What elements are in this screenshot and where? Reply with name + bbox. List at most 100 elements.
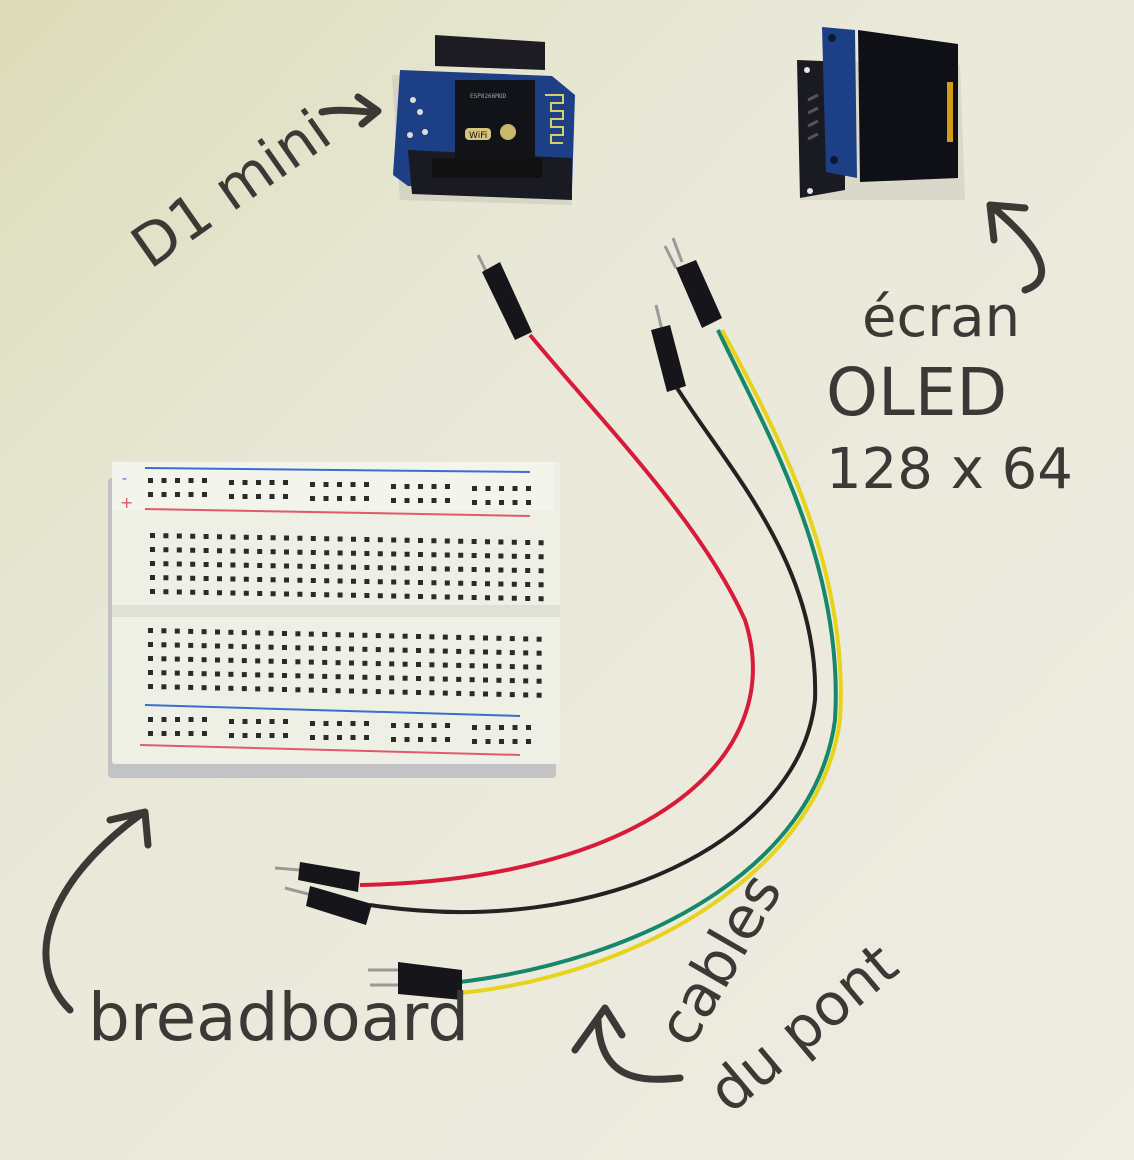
breadboard-hole: [310, 721, 315, 726]
breadboard-hole: [310, 592, 316, 597]
breadboard-hole: [176, 589, 182, 595]
breadboard-hole: [485, 739, 491, 744]
breadboard-hole: [241, 686, 247, 692]
breadboard-hole: [203, 576, 209, 581]
breadboard-hole: [215, 657, 220, 663]
breadboard-hole: [148, 717, 153, 722]
breadboard-hole: [350, 721, 356, 726]
breadboard-hole: [203, 590, 209, 595]
arrow-to-breadboard-icon: [42, 808, 152, 1014]
breadboard-hole: [282, 687, 287, 692]
breadboard-hole: [323, 482, 329, 487]
wire-green: [459, 329, 838, 984]
breadboard-hole: [148, 670, 153, 675]
breadboard-hole: [364, 482, 369, 487]
breadboard-hole: [217, 590, 222, 596]
breadboard-hole: [188, 642, 194, 648]
breadboard-hole: [442, 662, 448, 668]
breadboard-hole: [377, 565, 383, 571]
breadboard-hole: [496, 635, 502, 641]
breadboard-hole: [350, 496, 356, 501]
breadboard-hole: [269, 494, 275, 499]
breadboard-hole: [161, 670, 167, 676]
breadboard-hole: [511, 567, 517, 573]
breadboard-hole: [418, 737, 423, 742]
breadboard-hole: [404, 593, 410, 599]
breadboard-hole: [297, 563, 303, 569]
breadboard-hole: [174, 642, 180, 648]
breadboard-hole: [389, 633, 395, 639]
breadboard-hole: [297, 535, 303, 541]
breadboard-hole: [176, 547, 182, 553]
breadboard-hole: [391, 551, 397, 557]
breadboard-hole: [483, 649, 488, 655]
breadboard-hole: [496, 649, 502, 655]
breadboard-hole: [418, 723, 423, 728]
breadboard-hole: [297, 591, 303, 597]
breadboard-hole: [391, 737, 396, 742]
breadboard-hole: [404, 498, 410, 503]
breadboard-hole: [229, 494, 234, 499]
breadboard-hole: [364, 721, 369, 726]
breadboard-hole: [418, 594, 423, 599]
breadboard-hole: [176, 561, 182, 567]
breadboard-hole: [175, 492, 180, 497]
breadboard-hole: [337, 564, 343, 570]
breadboard-hole: [257, 535, 263, 540]
breadboard-hole: [525, 596, 531, 601]
breadboard-hole: [308, 687, 314, 693]
breadboard-hole: [389, 661, 395, 667]
breadboard-hole: [456, 648, 462, 654]
breadboard-hole: [429, 634, 435, 640]
breadboard-hole: [148, 731, 153, 736]
breadboard-hole: [256, 733, 261, 738]
breadboard-hole: [297, 577, 303, 583]
breadboard-hole: [511, 539, 517, 545]
breadboard-hole: [283, 480, 288, 485]
breadboard-hole: [418, 484, 423, 489]
breadboard-hole: [377, 551, 383, 557]
breadboard-hole: [485, 567, 490, 573]
breadboard-hole: [512, 739, 518, 744]
breadboard-hole: [161, 642, 167, 648]
breadboard-hole: [255, 658, 261, 664]
breadboard-hole: [242, 733, 248, 738]
breadboard-hole: [444, 552, 450, 558]
arrow-to-oled-icon: [986, 201, 1045, 294]
breadboard-hole: [471, 553, 477, 558]
breadboard-hole: [471, 567, 477, 572]
breadboard-hole: [536, 664, 542, 670]
breadboard-hole: [364, 496, 369, 501]
breadboard-hole: [375, 633, 381, 639]
breadboard-hole: [284, 549, 289, 555]
breadboard-hole: [362, 660, 368, 666]
breadboard-hole: [310, 536, 316, 541]
breadboard-hole: [456, 662, 462, 668]
breadboard-hole: [509, 692, 515, 698]
breadboard-hole: [445, 737, 450, 742]
breadboard-hole: [188, 684, 194, 690]
breadboard-hole: [243, 576, 249, 582]
breadboard-hole: [512, 725, 518, 730]
breadboard-hole: [215, 643, 220, 649]
breadboard-hole: [257, 563, 263, 568]
breadboard-hole: [536, 650, 542, 656]
breadboard-hole: [523, 650, 529, 656]
breadboard-hole: [150, 589, 155, 594]
breadboard-hole: [270, 577, 276, 583]
breadboard-hole: [404, 551, 410, 557]
breadboard-hole: [472, 486, 477, 491]
breadboard-hole: [485, 486, 491, 491]
breadboard-hole: [150, 533, 155, 538]
breadboard-hole: [161, 684, 167, 690]
breadboard-hole: [229, 733, 234, 738]
breadboard-hole: [498, 595, 504, 601]
breadboard-hole: [350, 735, 356, 740]
breadboard-hole: [389, 647, 395, 653]
breadboard-hole: [324, 536, 330, 542]
breadboard-hole: [351, 564, 356, 570]
breadboard-hole: [444, 594, 450, 600]
breadboard-hole: [176, 533, 182, 539]
breadboard-hole: [230, 562, 236, 568]
